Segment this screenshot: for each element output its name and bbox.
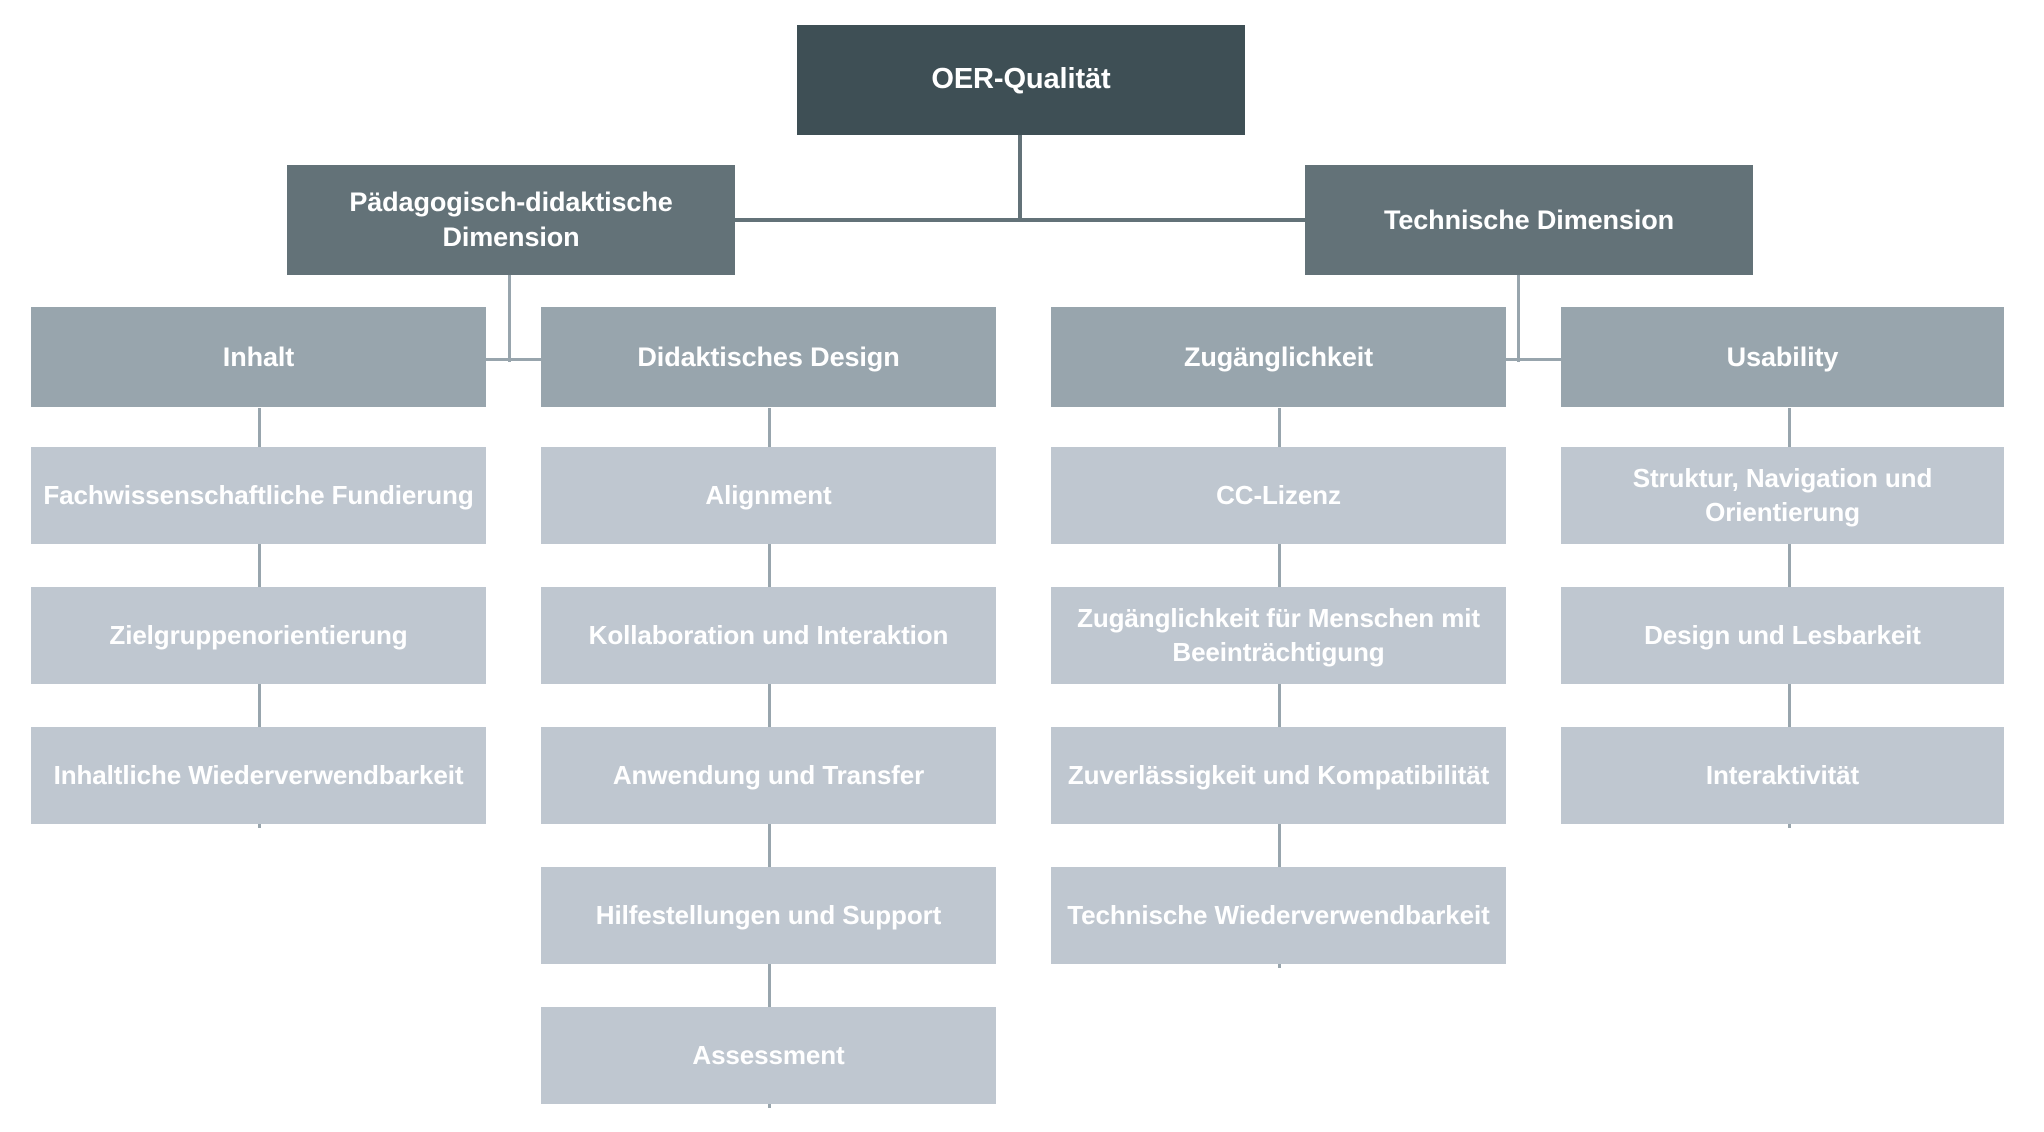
node-dimension-technische[interactable]: Technische Dimension (1305, 165, 1753, 275)
connector-left-category-bus (448, 358, 570, 361)
node-leaf-anwendung-und-transfer[interactable]: Anwendung und Transfer (541, 727, 996, 824)
node-root-oer-qualitaet[interactable]: OER-Qualität (797, 25, 1245, 135)
node-category-zugaenglichkeit[interactable]: Zugänglichkeit (1051, 307, 1506, 407)
node-leaf-zugaenglichkeit-fuer-menschen-mit-beeintraechtigung[interactable]: Zugänglichkeit für Menschen mit Beeinträ… (1051, 587, 1506, 684)
node-dimension-paedagogisch-didaktische[interactable]: Pädagogisch-didaktische Dimension (287, 165, 735, 275)
node-leaf-inhaltliche-wiederverwendbarkeit[interactable]: Inhaltliche Wiederverwendbarkeit (31, 727, 486, 824)
node-label: Inhalt (222, 341, 295, 372)
connector-right-dimension-stem (1517, 262, 1520, 362)
node-category-didaktisches-design[interactable]: Didaktisches Design (541, 307, 996, 407)
node-label: Design und Lesbarkeit (1644, 619, 1921, 650)
connector-dimension-bus (735, 218, 1305, 222)
node-leaf-interaktivitaet[interactable]: Interaktivität (1561, 727, 2004, 824)
node-category-inhalt[interactable]: Inhalt (31, 307, 486, 407)
node-label: Alignment (705, 479, 832, 510)
node-leaf-design-und-lesbarkeit[interactable]: Design und Lesbarkeit (1561, 587, 2004, 684)
node-label: OER-Qualität (931, 63, 1111, 96)
node-label: Pädagogisch-didaktische Dimension (349, 187, 673, 252)
node-label: Zugänglichkeit (1183, 341, 1374, 372)
node-category-usability[interactable]: Usability (1561, 307, 2004, 407)
node-label: Assessment (692, 1039, 845, 1070)
node-leaf-zielgruppenorientierung[interactable]: Zielgruppenorientierung (31, 587, 486, 684)
node-label: Zuverlässigkeit und Kompatibilität (1067, 759, 1490, 790)
node-label: Technische Wiederverwendbarkeit (1067, 899, 1490, 930)
node-label: Struktur, Navigation und Orientierung (1632, 463, 1933, 527)
node-label: Zugänglichkeit für Menschen mit Beeinträ… (1077, 603, 1480, 667)
node-leaf-zuverlaessigkeit-und-kompatibilitaet[interactable]: Zuverlässigkeit und Kompatibilität (1051, 727, 1506, 824)
node-leaf-technische-wiederverwendbarkeit[interactable]: Technische Wiederverwendbarkeit (1051, 867, 1506, 964)
node-label: CC-Lizenz (1216, 479, 1341, 510)
connector-column-3-spine (1278, 408, 1281, 968)
node-leaf-cc-lizenz[interactable]: CC-Lizenz (1051, 447, 1506, 544)
node-leaf-alignment[interactable]: Alignment (541, 447, 996, 544)
node-label: Hilfestellungen und Support (595, 899, 942, 930)
node-leaf-kollaboration-und-interaktion[interactable]: Kollaboration und Interaktion (541, 587, 996, 684)
node-leaf-struktur-navigation-und-orientierung[interactable]: Struktur, Navigation und Orientierung (1561, 447, 2004, 544)
node-label: Kollaboration und Interaktion (588, 619, 949, 650)
connector-root-stem (1018, 134, 1022, 220)
connector-right-category-bus (1455, 358, 1577, 361)
node-label: Interaktivität (1705, 759, 1860, 790)
node-leaf-fachwissenschaftliche-fundierung[interactable]: Fachwissenschaftliche Fundierung (31, 447, 486, 544)
connector-left-dimension-stem (508, 262, 511, 362)
node-label: Anwendung und Transfer (612, 759, 925, 790)
node-label: Inhaltliche Wiederverwendbarkeit (53, 759, 464, 790)
node-label: Zielgruppenorientierung (109, 619, 408, 650)
node-label: Fachwissenschaftliche Fundierung (43, 479, 474, 510)
node-leaf-assessment[interactable]: Assessment (541, 1007, 996, 1104)
node-label: Technische Dimension (1383, 204, 1675, 235)
node-label: Didaktisches Design (637, 341, 900, 372)
node-label: Usability (1726, 341, 1839, 372)
node-leaf-hilfestellungen-und-support[interactable]: Hilfestellungen und Support (541, 867, 996, 964)
